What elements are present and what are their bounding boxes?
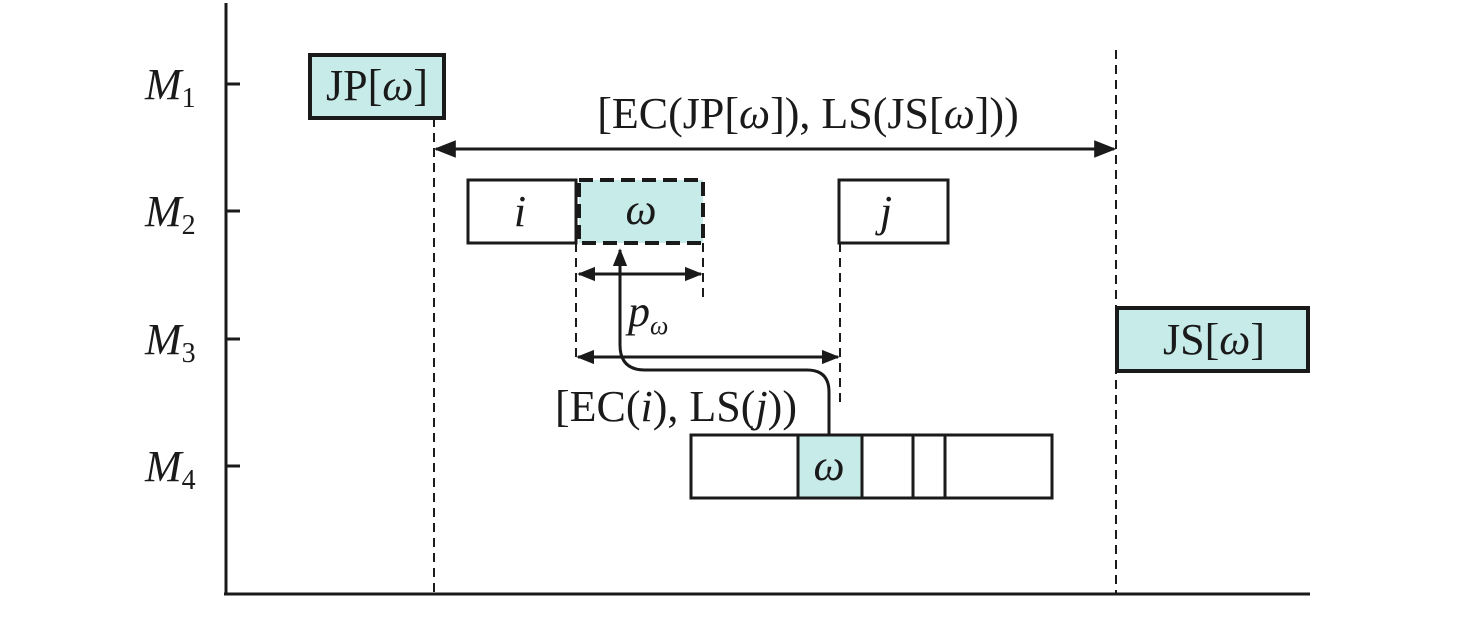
m4-sequence: ω <box>689 433 1054 500</box>
m4-op-4 <box>911 433 947 500</box>
op-jp-omega: JP[ω] <box>308 53 446 120</box>
window-outer-label: [EC(JP[ω]), LS(JS[ω])) <box>597 89 1018 138</box>
svg-text:JS[ω]: JS[ω] <box>1163 315 1265 364</box>
axes <box>224 3 1310 596</box>
svg-text:ω: ω <box>625 185 656 234</box>
machine-label-m1: M1 <box>144 60 196 114</box>
m4-op-5 <box>943 433 1054 500</box>
op-omega-insert-position: ω <box>577 178 705 245</box>
op-j: j <box>837 178 950 245</box>
svg-text:ω: ω <box>813 441 844 490</box>
machine-label-m2: M2 <box>144 187 196 241</box>
machine-label-m4: M4 <box>144 442 196 496</box>
svg-text:i: i <box>514 187 526 236</box>
m4-op-omega: ω <box>796 433 864 500</box>
processing-time-label: pω <box>625 287 668 340</box>
svg-text:JP[ω]: JP[ω] <box>326 61 428 110</box>
svg-text:j: j <box>875 187 892 236</box>
move-arrow <box>612 248 831 435</box>
m4-op-3 <box>860 433 915 500</box>
op-js-omega: JS[ω] <box>1115 306 1310 373</box>
machine-labels: M1 M2 M3 M4 <box>144 60 196 496</box>
m4-op-1 <box>689 433 800 500</box>
window-inner-label: [EC(i), LS(j)) <box>555 382 797 431</box>
op-i: i <box>466 178 578 245</box>
machine-label-m3: M3 <box>144 315 196 369</box>
